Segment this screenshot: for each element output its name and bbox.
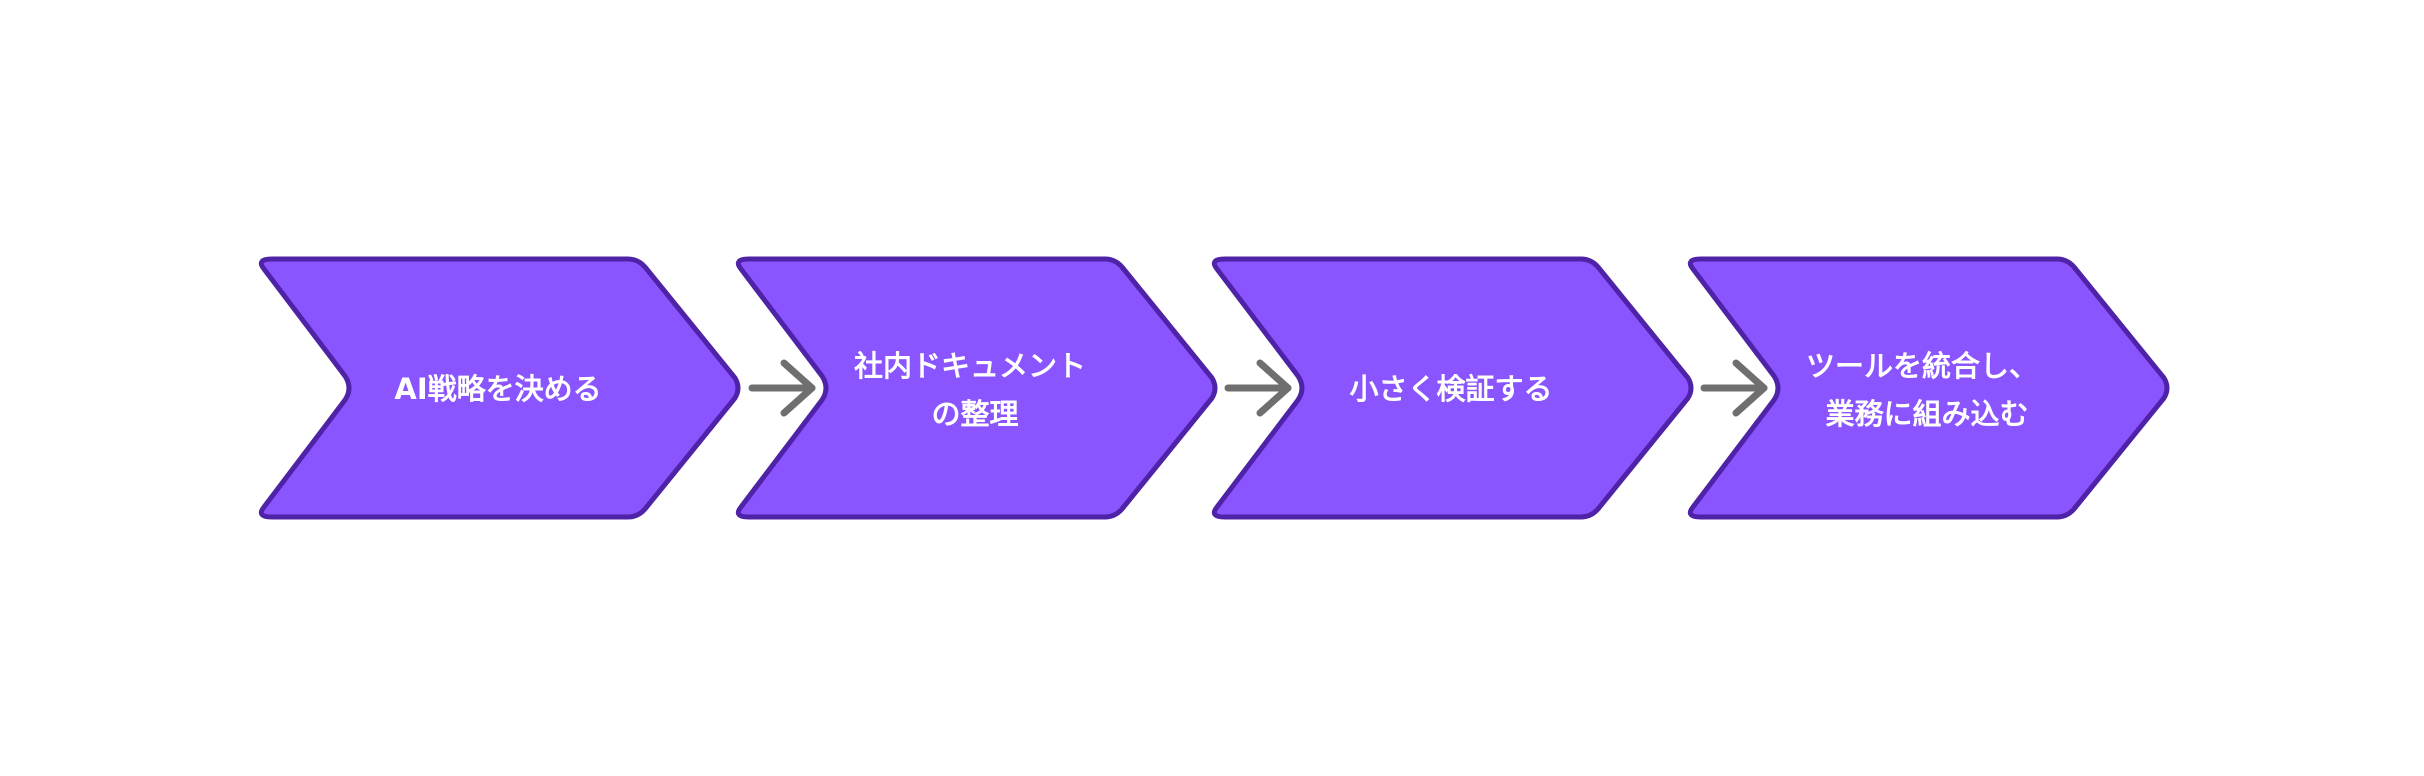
step-4-line-1: ツールを統合し、 [1806,349,2038,383]
step-label-4: ツールを統合し、 業務に組み込む [1806,349,2048,431]
step-1-line-1: AI戦略を決める [394,372,601,406]
step-chevron-4-shape [1687,256,2170,520]
arrow-connector-2 [1224,359,1292,417]
step-label-2: 社内ドキュメント の整理 [854,349,1096,431]
step-label-1: AI戦略を決める [394,372,601,406]
step-chevron-3: 小さく検証する [1211,256,1694,520]
step-chevron-1: AI戦略を決める [258,256,741,520]
step-chevron-2: 社内ドキュメント の整理 [735,256,1218,520]
arrow-right-icon [1700,359,1768,417]
step-chevron-1-shape [258,256,741,520]
step-chevron-4: ツールを統合し、 業務に組み込む [1687,256,2170,520]
arrow-right-icon [1224,359,1292,417]
arrow-connector-1 [748,359,816,417]
step-label-3: 小さく検証する [1349,372,1552,406]
arrow-connector-3 [1700,359,1768,417]
step-chevron-2-shape [735,256,1218,520]
arrow-right-icon [748,359,816,417]
step-3-line-1: 小さく検証する [1349,372,1552,406]
step-2-line-2: の整理 [931,397,1018,431]
step-2-line-1: 社内ドキュメント [854,349,1086,383]
step-chevron-3-shape [1211,256,1694,520]
step-4-line-2: 業務に組み込む [1825,397,2028,431]
